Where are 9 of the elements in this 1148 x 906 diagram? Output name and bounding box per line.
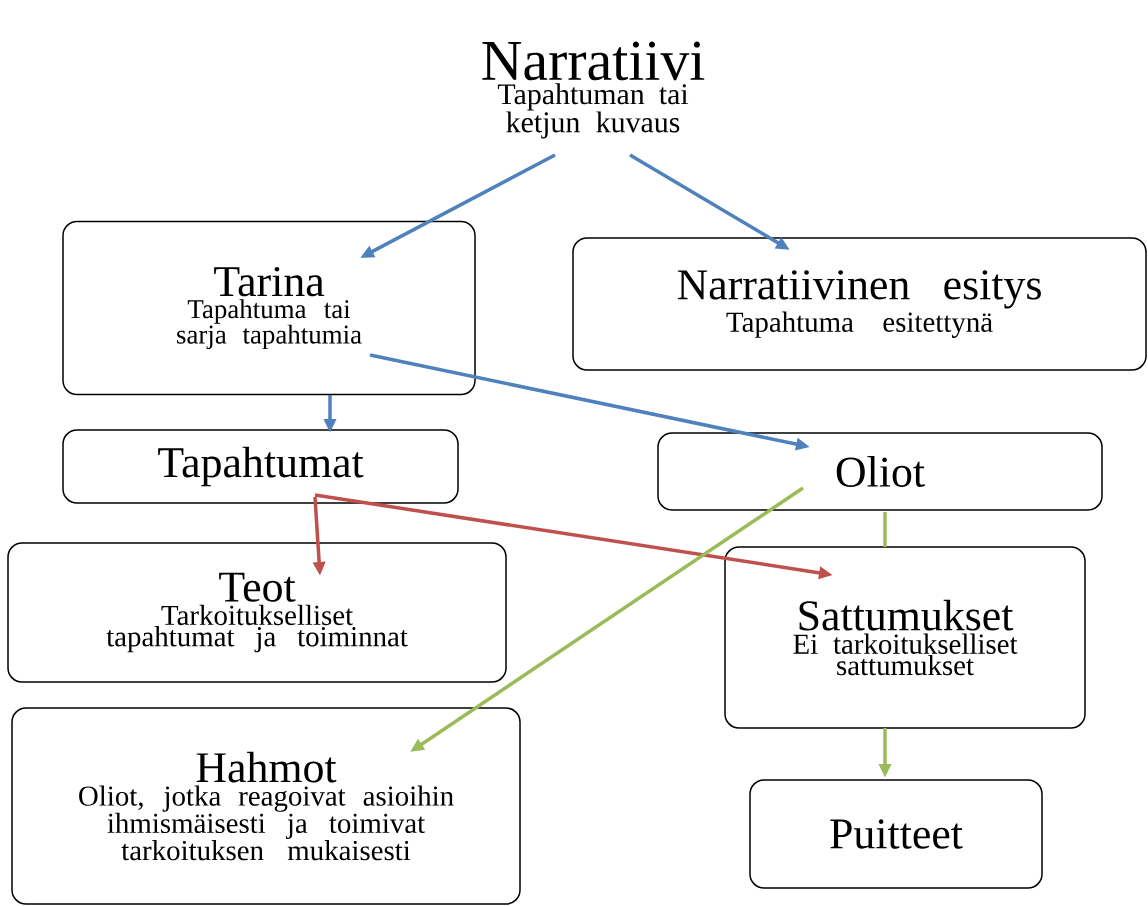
text-box: Tapahtumat: [62, 429, 459, 504]
text-box: Oliot: [657, 432, 1103, 511]
text-box: Narratiivinen esitys Tapahtuma esitettynä: [572, 237, 1147, 371]
text-box: Tarina Tapahtuma tai sarja tapahtumia: [62, 220, 476, 396]
heading-text: Narratiivi Tapahtuman tai ketjun kuvaus: [482, 41, 705, 139]
text-box: Teot Tarkoitukselliset tapahtumat ja toiminnat: [7, 542, 507, 683]
text-box: Hahmot Oliot, jotka reagoivat asioihin ihmismäisesti ja toimivat tarkoituksen mukaisesti: [11, 707, 521, 905]
text-box: Sattumukset Ei tarkoitukselliset sattumukset: [724, 546, 1086, 729]
text-box: Puitteet: [749, 779, 1043, 889]
